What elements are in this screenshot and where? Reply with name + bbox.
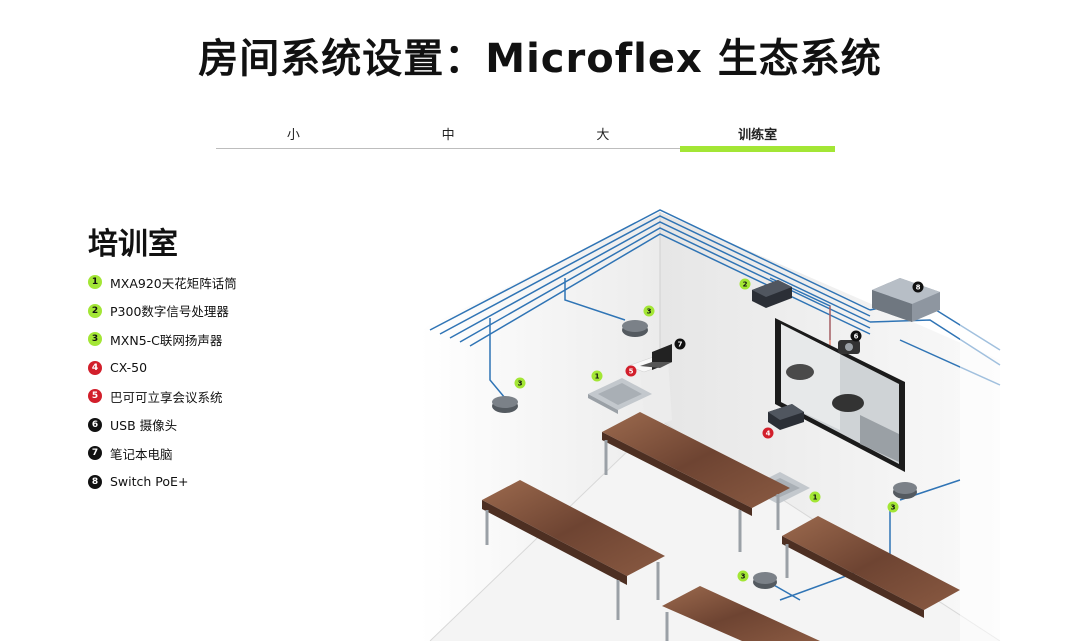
number-badge: 1 — [88, 275, 102, 290]
tab-training-room[interactable]: 训练室 — [680, 118, 835, 152]
scene-marker: 3 — [643, 305, 655, 317]
speaker — [893, 482, 917, 499]
legend-label: 笔记本电脑 — [110, 446, 173, 462]
scene-marker: 1 — [591, 370, 603, 382]
scene-markers: 3 3 1 5 7 2 8 6 4 1 3 3 — [514, 278, 924, 582]
number-badge: 2 — [88, 303, 102, 318]
scene-marker: 1 — [809, 491, 821, 503]
poe-switch — [872, 278, 940, 322]
tab-small[interactable]: 小 — [286, 128, 300, 143]
legend-item: 3 MXN5-C联网扬声器 — [88, 325, 237, 354]
legend-label: CX-50 — [110, 360, 148, 376]
legend-item: 8 Switch PoE+ — [88, 468, 237, 497]
scene-marker-number: 1 — [595, 373, 600, 381]
legend-label: MXN5-C联网扬声器 — [110, 332, 223, 348]
number-badge: 6 — [88, 417, 102, 432]
number-badge: 3 — [88, 332, 102, 347]
speaker — [492, 396, 518, 413]
number-badge: 8 — [88, 474, 102, 489]
scene-marker-number: 6 — [854, 333, 859, 341]
scene-marker: 3 — [887, 501, 899, 513]
section-title: 培训室 — [88, 227, 178, 262]
laptop — [640, 344, 672, 370]
scene-marker-number: 5 — [629, 368, 634, 376]
legend-item: 6 USB 摄像头 — [88, 411, 237, 440]
legend-label: MXA920天花矩阵话筒 — [110, 275, 237, 291]
scene-marker-number: 7 — [678, 341, 683, 349]
scene-marker-number: 3 — [518, 380, 523, 388]
training-table — [482, 480, 665, 620]
legend-item: 7 笔记本电脑 — [88, 439, 237, 468]
training-table — [662, 586, 820, 641]
legend-label: P300数字信号处理器 — [110, 304, 229, 320]
scene-marker-number: 3 — [741, 573, 746, 581]
scene-marker-number: 3 — [647, 308, 652, 316]
scene-marker: 8 — [912, 281, 924, 293]
scene-marker-number: 2 — [743, 281, 748, 289]
legend-item: 2 P300数字信号处理器 — [88, 297, 237, 326]
scene-marker: 4 — [762, 427, 774, 439]
ceiling-mic-array — [588, 378, 652, 414]
legend-label: Switch PoE+ — [110, 474, 189, 490]
scene-marker: 6 — [850, 330, 862, 342]
usb-camera — [838, 340, 860, 354]
legend-label: 巴可可立享会议系统 — [110, 389, 223, 405]
number-badge: 5 — [88, 389, 102, 404]
speaker — [622, 320, 648, 337]
scene-marker: 7 — [674, 338, 686, 350]
p300-dsp — [752, 280, 792, 308]
page-title: 房间系统设置：Microflex 生态系统 — [198, 36, 882, 82]
scene-marker-number: 4 — [766, 430, 771, 438]
display-screen — [775, 318, 905, 472]
training-table — [602, 412, 790, 552]
tab-medium[interactable]: 中 — [441, 128, 455, 143]
scene-marker-number: 3 — [891, 504, 896, 512]
scene-marker: 3 — [514, 377, 526, 389]
scene-marker-number: 8 — [916, 284, 921, 292]
speaker — [753, 572, 777, 589]
room-size-tabs: 小 中 大 训练室 — [216, 118, 835, 152]
legend-label: USB 摄像头 — [110, 418, 178, 434]
scene-marker: 3 — [737, 570, 749, 582]
training-room-illustration: 3 3 1 5 7 2 8 6 4 1 3 3 — [420, 209, 1080, 641]
number-badge: 7 — [88, 446, 102, 461]
legend-item: 4 CX-50 — [88, 354, 237, 383]
number-badge: 4 — [88, 360, 102, 375]
legend-item: 1 MXA920天花矩阵话筒 — [88, 268, 237, 297]
scene-marker-number: 1 — [813, 494, 818, 502]
cx50-device — [768, 404, 804, 430]
training-table — [782, 516, 960, 618]
tab-large[interactable]: 大 — [596, 128, 610, 143]
legend-item: 5 巴可可立享会议系统 — [88, 382, 237, 411]
edge-fade — [960, 300, 1080, 641]
scene-marker: 5 — [625, 365, 637, 377]
scene-marker: 2 — [739, 278, 751, 290]
